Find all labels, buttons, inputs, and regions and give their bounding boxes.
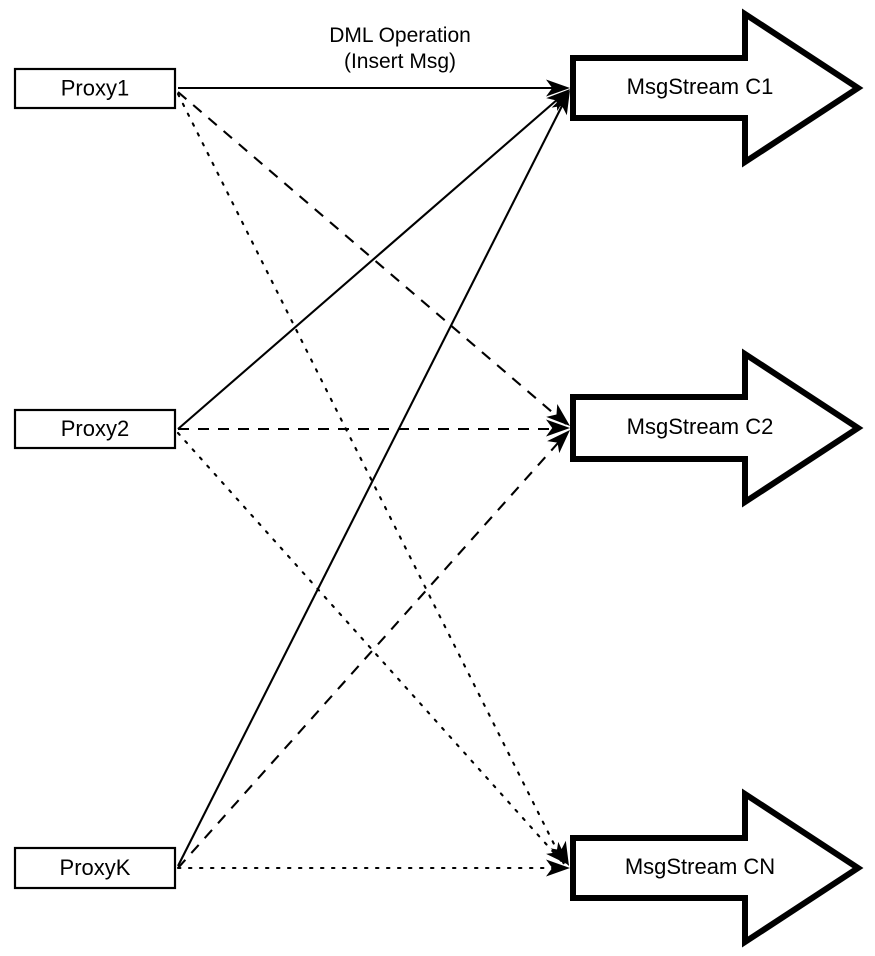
msgstream-arrow-cn[interactable]: MsgStream CN: [570, 788, 864, 948]
arrowhead-head-c1-b: [546, 89, 570, 112]
block-arrow-shape-c1: [570, 8, 864, 168]
msgstream-label-cn: MsgStream CN: [625, 854, 775, 879]
proxy-node-proxyK[interactable]: ProxyK: [13, 846, 177, 890]
connection-proxyK-c1[interactable]: [177, 93, 569, 867]
connection-proxyK-c2[interactable]: [177, 433, 567, 869]
streams-layer: MsgStream C1 MsgStream C2 MsgStream CN: [570, 8, 864, 948]
edge-label-dml-operation: DML Operation (Insert Msg): [329, 24, 471, 73]
arrowhead-head-c2-a: [546, 419, 570, 437]
msgstream-label-c2: MsgStream C2: [627, 414, 774, 439]
arrowheads-layer: [546, 79, 570, 877]
proxy-box-shape-proxy1: [13, 67, 177, 110]
connections-layer: [176, 86, 569, 870]
proxy-box-shape-proxy2: [13, 408, 177, 450]
proxy-label-proxyK: ProxyK: [60, 855, 131, 880]
proxy-node-proxy2[interactable]: Proxy2: [13, 408, 177, 450]
proxy-box-shape-proxyK: [13, 846, 177, 890]
connection-proxy2-c1[interactable]: [177, 91, 567, 430]
block-arrow-shape-c2: [570, 348, 864, 508]
connection-proxy1-c2[interactable]: [177, 91, 567, 425]
arrowhead-head-cn-c: [546, 841, 569, 865]
edge-label-line2: (Insert Msg): [344, 50, 456, 73]
connection-proxy1-cn[interactable]: [176, 92, 566, 866]
msgstream-label-c1: MsgStream C1: [627, 74, 774, 99]
proxy-label-proxy1: Proxy1: [61, 75, 129, 100]
proxy-node-proxy1[interactable]: Proxy1: [13, 67, 177, 110]
edge-label-line1: DML Operation: [329, 24, 471, 47]
arrowhead-head-c1-a: [546, 79, 570, 97]
arrowhead-head-c2-b: [546, 403, 570, 426]
block-arrow-shape-cn: [570, 788, 864, 948]
msgstream-arrow-c2[interactable]: MsgStream C2: [570, 348, 864, 508]
arrowhead-head-c1-c: [551, 90, 570, 116]
arrowhead-head-cn-a: [546, 859, 570, 877]
msgstream-arrow-c1[interactable]: MsgStream C1: [570, 8, 864, 168]
arrowhead-head-c2-c: [547, 430, 570, 454]
connection-proxy2-cn[interactable]: [176, 431, 566, 866]
proxy-label-proxy2: Proxy2: [61, 416, 129, 441]
